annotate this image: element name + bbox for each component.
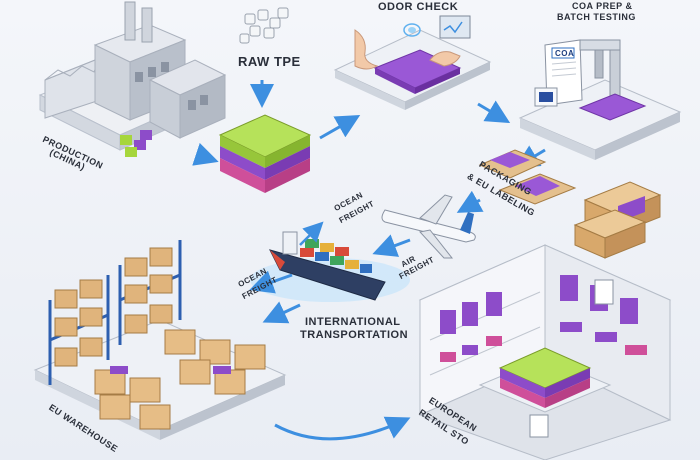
arrow-production-to-mat (192, 142, 219, 166)
coa-prep-label-line1: COA PREP & (572, 1, 633, 11)
arrow-ship-up (299, 221, 324, 246)
factory-icon (38, 1, 227, 157)
odor-check-station-icon (333, 15, 492, 110)
retail-store-icon (418, 244, 672, 460)
cargo-ship-icon (250, 231, 410, 302)
arrow-odor-to-coa (477, 100, 511, 124)
arrow-ship-to-warehouse-upper (249, 270, 293, 294)
international-label-line2: TRANSPORTATION (300, 329, 409, 341)
raw-tpe-granules-icon (239, 7, 289, 44)
coa-prep-label-line2: BATCH TESTING (557, 12, 636, 22)
eu-warehouse-icon (33, 240, 287, 440)
odor-check-label: ODOR CHECK (378, 1, 459, 13)
packaging-icon (478, 149, 662, 259)
airplane-icon (381, 194, 476, 259)
arrow-ship-to-warehouse-lower (262, 301, 301, 324)
international-label-line1: INTERNATIONAL (305, 316, 401, 328)
arrow-warehouse-to-retail (274, 416, 411, 441)
coa-document-label: COA (555, 49, 575, 58)
raw-tpe-label: RAW TPE (238, 54, 301, 69)
mat-stack-icon (218, 114, 312, 193)
arrow-plane-to-ship (372, 234, 411, 257)
coa-testing-station-icon (518, 39, 682, 160)
arrow-mat-to-odor (319, 115, 361, 140)
arrow-packaging-to-plane (456, 190, 484, 213)
